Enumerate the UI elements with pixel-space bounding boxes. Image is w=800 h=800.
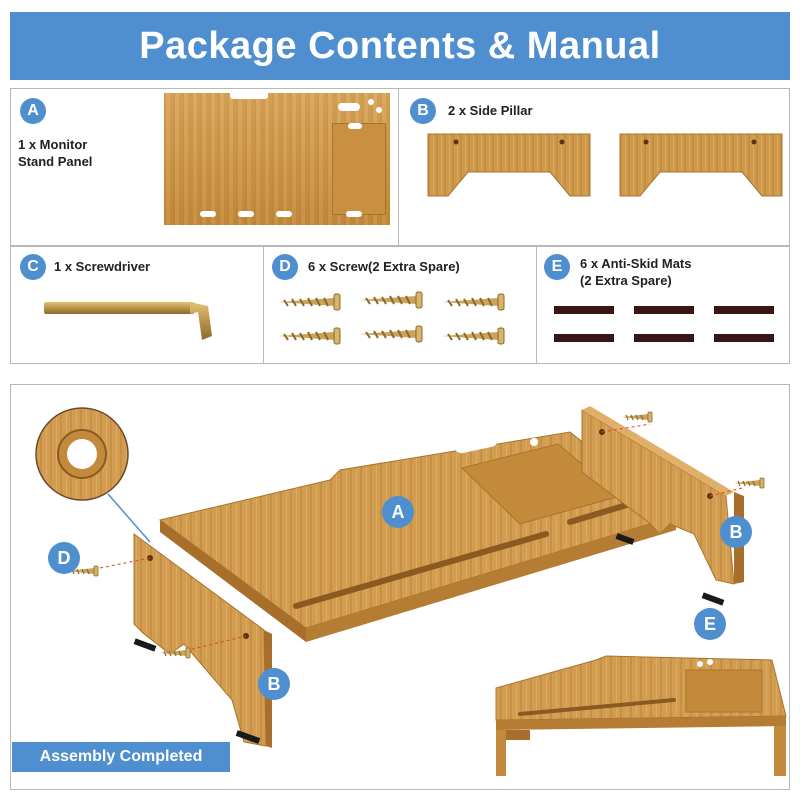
divider-vertical [263,246,264,364]
side-pillar-images [427,133,783,197]
panel-slot [200,211,216,217]
panel-slot [238,211,254,217]
panel-notch [230,93,268,99]
screwdriver-image [44,302,212,340]
side-pillar [619,133,783,197]
assembly-screw [621,411,653,423]
anti-skid-mat [634,306,694,314]
anti-skid-mat [554,306,614,314]
callout-b-left: B [258,668,290,700]
side-pillar [427,133,591,197]
item-c-label: 1 x Screwdriver [54,259,151,274]
assembly-completed-banner: Assembly Completed [12,742,230,772]
item-a-label-line1: 1 x Monitor [18,137,88,152]
assembly-screw [733,477,765,489]
item-d-label: 6 x Screw(2 Extra Spare) [308,259,460,274]
item-e-label-line2: (2 Extra Spare) [580,273,672,288]
badge-b: B [410,98,436,124]
anti-skid-mat [634,334,694,342]
callout-e: E [694,608,726,640]
panel-hole-round [376,107,382,113]
screws-image [277,291,505,345]
item-b-label: 2 x Side Pillar [448,103,533,118]
badge-a: A [20,98,46,124]
callout-b-right: B [720,516,752,548]
assembled-stand-image [495,655,787,776]
assembly-diagram [35,406,787,776]
panel-hole-long [348,123,362,129]
panel-tray [332,123,386,215]
panel-hole-round [368,99,374,105]
monitor-stand-panel-image [164,93,390,225]
callout-a: A [382,496,414,528]
divider-vertical [398,88,399,246]
anti-skid-mat [714,334,774,342]
item-e-label-line1: 6 x Anti-Skid Mats [580,256,692,271]
divider-vertical [536,246,537,364]
panel-slot [346,211,362,217]
anti-skid-mat [714,306,774,314]
assembly-mats [133,533,725,744]
magnified-hole-detail [35,407,151,543]
assembly-stand-panel [158,426,678,642]
item-a-label-line2: Stand Panel [18,154,93,169]
callout-d: D [48,542,80,574]
page-title: Package Contents & Manual [10,12,790,80]
panel-slot [276,211,292,217]
badge-d: D [272,254,298,280]
badge-e: E [544,254,570,280]
alignment-lines [99,423,743,653]
badge-c: C [20,254,46,280]
anti-skid-mat [554,334,614,342]
panel-hole-long [338,103,360,111]
